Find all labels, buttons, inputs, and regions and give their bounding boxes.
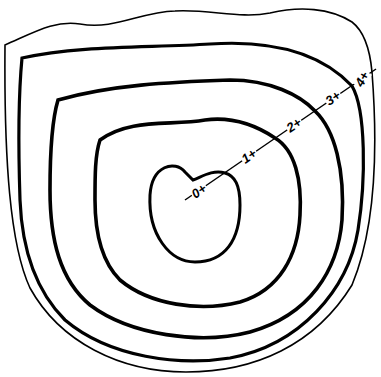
growth-ring [150, 166, 240, 262]
age-label: 0+ [188, 181, 209, 201]
growth-ring [95, 119, 300, 306]
age-label: 3+ [322, 88, 343, 108]
outer-edge [5, 9, 375, 372]
age-label: 4+ [352, 68, 372, 89]
age-label: 2+ [283, 115, 304, 135]
age-label: 1+ [238, 146, 259, 166]
growth-ring [19, 43, 364, 361]
reading-radius [185, 69, 376, 200]
growth-ring [50, 80, 343, 338]
